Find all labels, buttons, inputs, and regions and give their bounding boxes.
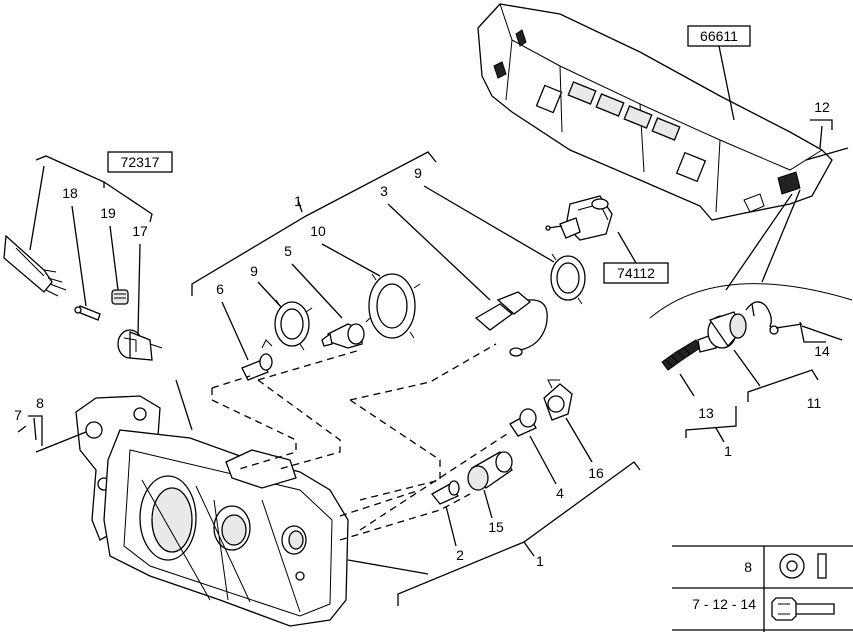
legend-row2-label: 7 - 12 - 14 xyxy=(692,596,756,612)
bulb-6-drawing xyxy=(241,339,273,381)
callout-14: 14 xyxy=(814,343,830,359)
callout-6: 6 xyxy=(216,281,224,297)
ring-9-left-drawing xyxy=(274,299,313,351)
clip-14-drawing xyxy=(745,301,779,335)
bulb-4-drawing xyxy=(509,408,537,437)
grommet-19-drawing xyxy=(111,289,129,305)
socket-15-drawing xyxy=(467,451,513,491)
callout-17: 17 xyxy=(132,223,148,239)
ring-10-drawing xyxy=(365,273,421,339)
ref-box-66611-label: 66611 xyxy=(700,28,738,44)
callout-5: 5 xyxy=(284,243,292,259)
socket-16-drawing xyxy=(543,379,573,421)
washer-side-icon xyxy=(817,553,827,579)
callout-10: 10 xyxy=(310,223,326,239)
callout-13: 13 xyxy=(698,405,714,421)
callout-2: 2 xyxy=(456,547,464,563)
callout-15: 15 xyxy=(488,519,504,535)
headlight-switch-drawing xyxy=(545,195,613,241)
front-bumper-drawing xyxy=(477,3,833,221)
bolt-icon xyxy=(771,597,835,621)
ring-9-right-drawing xyxy=(550,253,586,305)
ref-box-74112-label: 74112 xyxy=(617,265,655,281)
washer-icon xyxy=(779,553,805,579)
callout-7: 7 xyxy=(14,407,22,423)
bulb-3-drawing xyxy=(474,291,548,357)
ref-box-72317 xyxy=(107,151,173,173)
bulb-2-drawing xyxy=(431,480,460,505)
adjuster-11-drawing xyxy=(707,311,747,349)
callout-12: 12 xyxy=(814,99,830,115)
callout-4: 4 xyxy=(556,485,564,501)
callout-11: 11 xyxy=(807,395,822,411)
callout-19: 19 xyxy=(100,205,116,221)
callout-8: 8 xyxy=(36,395,44,411)
callout-1-bottom: 1 xyxy=(536,553,544,569)
callout-9-right: 9 xyxy=(414,165,422,181)
socket-17-drawing xyxy=(117,329,163,361)
wiring-cable-drawing xyxy=(3,234,67,297)
ref-box-72317-label: 72317 xyxy=(121,154,160,170)
adjuster-13-drawing xyxy=(661,333,717,371)
callout-9-left: 9 xyxy=(250,263,258,279)
callout-3: 3 xyxy=(380,183,388,199)
callout-16: 16 xyxy=(588,465,604,481)
terminal-18-drawing xyxy=(74,305,101,321)
hardware-legend: 8 7 - 12 - 14 xyxy=(672,545,853,632)
callout-1-detail: 1 xyxy=(724,443,732,459)
legend-row1-label: 8 xyxy=(744,559,752,575)
bulb-5-drawing xyxy=(321,323,365,349)
callout-18: 18 xyxy=(62,185,78,201)
headlamp-housing-drawing xyxy=(75,395,349,627)
